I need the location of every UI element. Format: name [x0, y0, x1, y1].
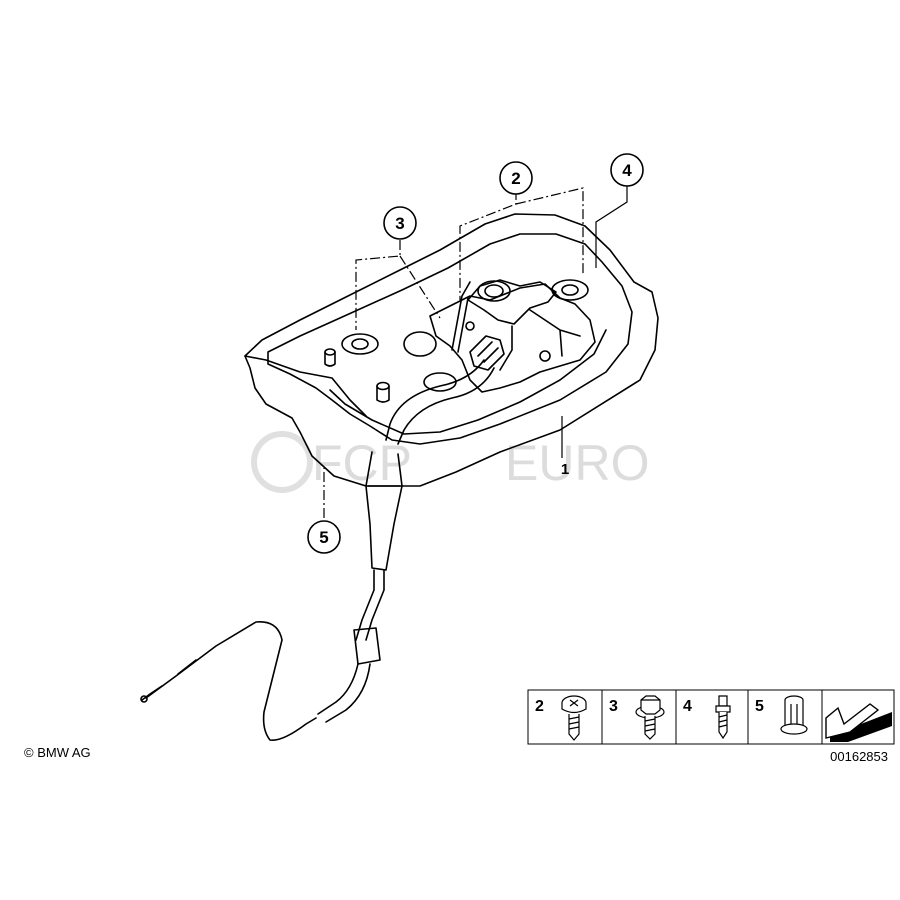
callout-5-label: 5 — [319, 528, 328, 547]
watermark-logo-icon — [251, 431, 313, 493]
callout-2: 2 — [499, 161, 533, 195]
mount-hole-right — [551, 279, 589, 301]
legend-number-4: 4 — [683, 698, 692, 715]
wire-harness — [385, 359, 495, 445]
stud-left — [324, 351, 336, 367]
callout-5-circle — [307, 520, 341, 554]
leader-callout-4 — [595, 186, 628, 268]
watermark-brand-a: FCP — [312, 435, 412, 491]
tray-floor-edge — [329, 329, 607, 435]
stud-bottom-top — [376, 381, 390, 391]
tray-outer-rim — [244, 213, 659, 487]
callout-2-label: 2 — [511, 169, 520, 188]
watermark-brand-b: EURO — [505, 435, 649, 491]
connector-plug-detail — [477, 341, 499, 363]
leader-callout-2 — [459, 187, 584, 300]
callout-3-label: 3 — [395, 214, 404, 233]
oval-opening — [403, 331, 437, 357]
leader-callout-3 — [355, 240, 441, 330]
actuator-socket-inner — [484, 284, 504, 298]
callout-4: 4 — [610, 153, 644, 187]
copyright-label: © BMW AG — [24, 745, 91, 760]
release-rod — [451, 281, 471, 353]
stud-screw-icon — [715, 695, 731, 740]
cable-inner-wire — [145, 621, 317, 741]
actuator-screw — [539, 350, 551, 362]
tray-assembly — [244, 213, 659, 487]
watermark: FCP EURO — [251, 431, 649, 493]
actuator-pin — [465, 321, 475, 331]
release-cable — [140, 451, 403, 741]
actuator-socket — [477, 280, 511, 302]
nut-rivet-icon — [780, 695, 808, 735]
cable-boot — [365, 451, 403, 571]
part-1-label: 1 — [561, 461, 569, 478]
mount-hole-left-inner — [351, 338, 369, 350]
cable-end-fitting — [141, 659, 197, 701]
cable-end-ball — [140, 695, 148, 703]
legend-number-5: 5 — [755, 698, 764, 715]
callout-3: 3 — [383, 206, 417, 240]
callout-4-label: 4 — [622, 161, 632, 180]
pan-head-screw-icon — [561, 695, 587, 741]
stud-left-top — [324, 348, 336, 356]
mount-hole-left — [341, 333, 379, 355]
lock-actuator-top — [467, 279, 557, 325]
tray-rim-edge — [244, 355, 367, 417]
callout-3-circle — [383, 206, 417, 240]
callout-2-circle — [499, 161, 533, 195]
mount-hole-right-inner — [561, 284, 579, 296]
actuator-wall — [499, 309, 581, 371]
stud-bottom — [376, 385, 390, 403]
lock-actuator-body — [429, 283, 596, 393]
forward-arrow-icon — [825, 703, 892, 742]
cable-sleeve — [353, 627, 381, 665]
legend-number-2: 2 — [535, 698, 544, 715]
hex-bolt-icon — [635, 695, 665, 740]
leader-lines — [323, 186, 628, 518]
callout-5: 5 — [307, 520, 341, 554]
callout-4-circle — [610, 153, 644, 187]
fastener-legend: 2 3 4 5 — [527, 689, 895, 745]
cable-lower-run — [317, 663, 371, 723]
connector-plug — [469, 335, 505, 371]
diagram-number: 00162853 — [830, 749, 888, 764]
legend-number-3: 3 — [609, 698, 618, 715]
tray-inner-wall — [267, 233, 633, 445]
mount-hole-center — [423, 372, 457, 392]
